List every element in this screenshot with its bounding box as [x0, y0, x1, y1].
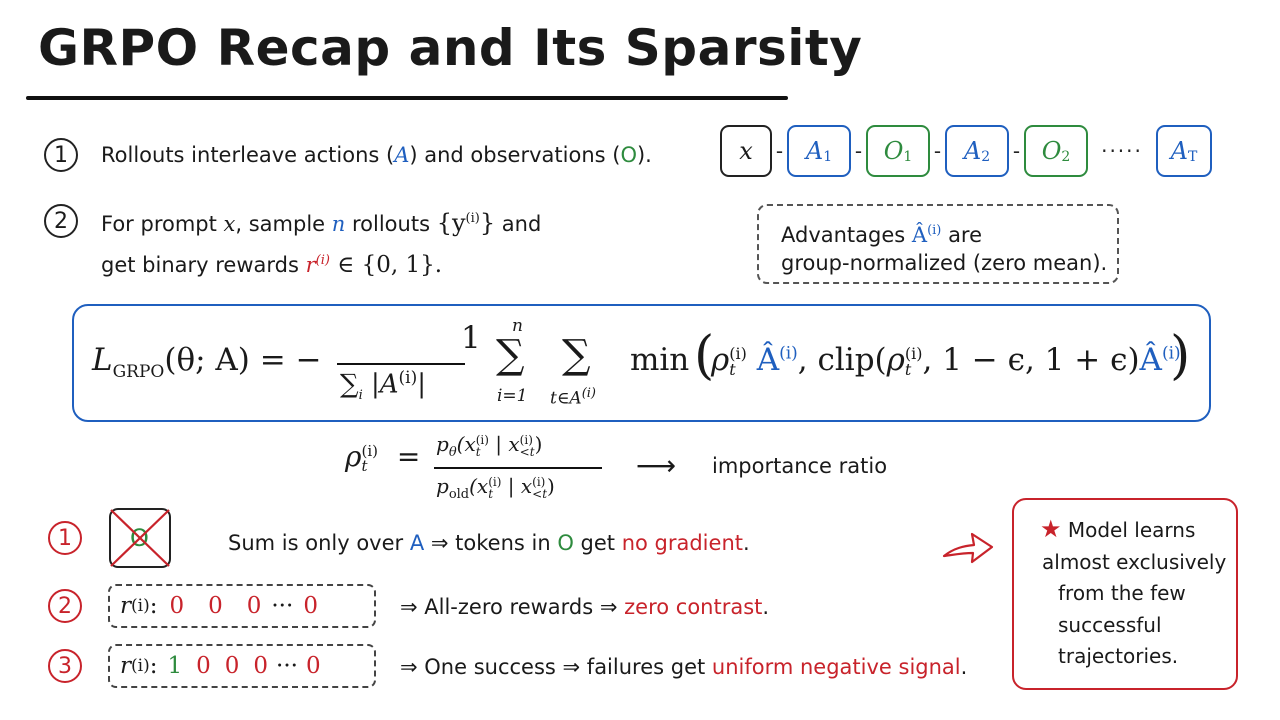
- title-underline: [26, 96, 788, 100]
- point-1-text: Rollouts interleave actions (A) and obse…: [101, 143, 652, 167]
- importance-ratio-numerator: pθ(x(i)t | x(i)<t): [436, 432, 543, 460]
- finding-1-text: Sum is only over A ⇒ tokens in O get no …: [228, 531, 750, 555]
- page-title: GRPO Recap and Its Sparsity: [38, 19, 863, 77]
- finding-3-text: ⇒ One success ⇒ failures get uniform neg…: [400, 655, 968, 679]
- step-number-1: 1: [44, 138, 78, 172]
- ratio-fraction-bar: [434, 467, 602, 469]
- finding-number-2: 2: [48, 589, 82, 623]
- finding-number-1: 1: [48, 521, 82, 555]
- grpo-loss-equation: LGRPO(θ; A) = − 1 ∑i |A(i)| n ∑ i=1 ∑ t∈…: [72, 304, 1211, 422]
- summary-box: ★ Model learns almost exclusively from t…: [1012, 498, 1238, 690]
- chain-ellipsis: ·····: [1101, 139, 1143, 163]
- all-zero-rewards-box: r(i): 0 0 0 ··· 0: [108, 584, 376, 628]
- chain-prompt-x: x: [720, 125, 772, 177]
- observation-symbol: O: [620, 143, 637, 167]
- importance-ratio-lhs: ρ(i)t =: [345, 440, 421, 475]
- finding-number-3: 3: [48, 649, 82, 683]
- point-2-line-2: get binary rewards r(i) ∈ {0, 1}.: [101, 252, 443, 278]
- importance-ratio-label: importance ratio: [712, 454, 888, 478]
- step-number-2: 2: [44, 204, 78, 238]
- observation-crossed-box: O: [109, 508, 171, 568]
- ratio-arrow: ⟶: [636, 449, 677, 482]
- advantages-note: Advantages Â(i) are group-normalized (ze…: [757, 204, 1119, 284]
- action-symbol: A: [394, 143, 410, 167]
- one-success-rewards-box: r(i): 1 0 0 0 ··· 0: [108, 644, 376, 688]
- summary-arrow-icon: [942, 532, 994, 564]
- point-2-line-1: For prompt x, sample n rollouts {y(i)} a…: [101, 209, 542, 237]
- finding-2-text: ⇒ All-zero rewards ⇒ zero contrast.: [400, 595, 770, 619]
- star-icon: ★: [1040, 515, 1062, 543]
- cross-out-icon: [110, 509, 170, 567]
- importance-ratio-denominator: pold(x(i)t | x(i)<t): [436, 474, 555, 502]
